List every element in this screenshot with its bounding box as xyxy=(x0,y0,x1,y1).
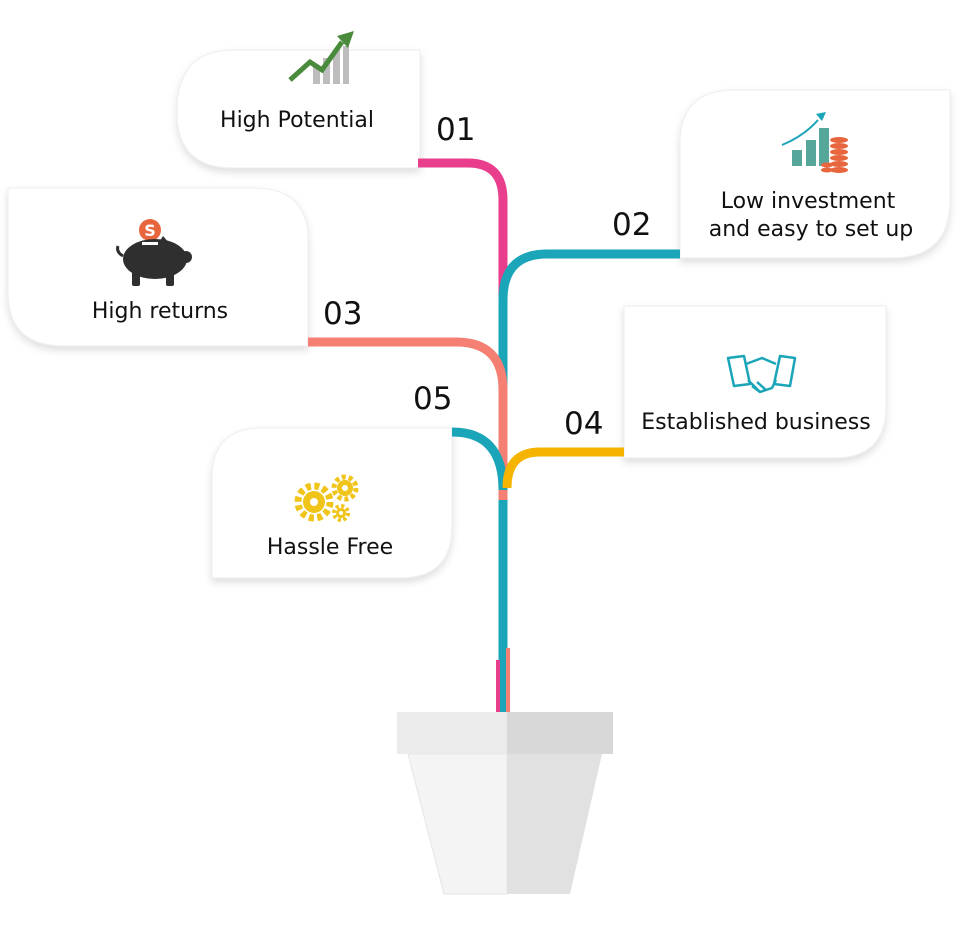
gears-icon xyxy=(294,474,359,522)
step-number-03: 03 xyxy=(323,296,362,332)
step-number-04: 04 xyxy=(564,406,603,442)
branch-03 xyxy=(308,337,508,500)
step-label-01: High Potential xyxy=(220,108,374,133)
handshake-icon xyxy=(726,354,797,394)
branch-05 xyxy=(451,427,508,491)
branch-01 xyxy=(418,158,508,298)
step-label-03: High returns xyxy=(92,299,228,324)
step-number-01: 01 xyxy=(436,112,475,148)
growth-chart-icon xyxy=(288,31,354,84)
card-01 xyxy=(176,49,421,169)
svg-text:S: S xyxy=(144,221,156,240)
piggy-bank-icon: S xyxy=(116,219,192,286)
branch-02 xyxy=(498,249,680,716)
flower-pot xyxy=(397,712,613,895)
card-02 xyxy=(679,89,951,259)
step-label-04: Established business xyxy=(641,410,870,435)
step-number-05: 05 xyxy=(413,381,452,417)
investment-chart-coins-icon xyxy=(781,112,848,173)
branch-04 xyxy=(502,447,624,489)
step-label-02-line2: and easy to set up xyxy=(709,217,913,242)
step-label-02-line1: Low investment xyxy=(721,189,896,214)
step-number-02: 02 xyxy=(612,207,651,243)
step-label-05: Hassle Free xyxy=(267,535,393,560)
card-04 xyxy=(623,305,887,459)
